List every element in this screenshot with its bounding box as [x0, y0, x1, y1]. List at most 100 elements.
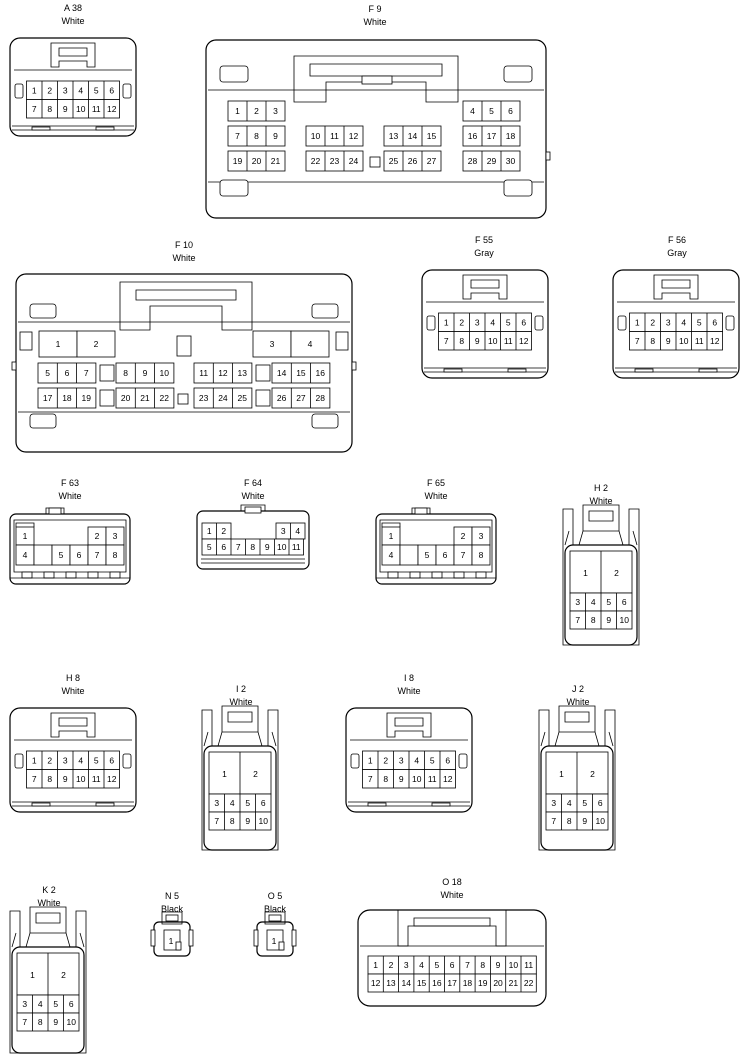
pin-number: 10: [277, 542, 287, 552]
pin-number: 10: [67, 1017, 77, 1027]
pin-number: 19: [478, 978, 488, 988]
pin-number: 3: [404, 960, 409, 970]
connector-code: O 5: [268, 891, 283, 901]
pin-number: 19: [233, 156, 243, 166]
pin-number: 4: [23, 550, 28, 560]
lock-slot: [244, 506, 262, 514]
connector-code: N 5: [165, 891, 179, 901]
pin-number: 8: [650, 336, 655, 346]
pin-number: 25: [238, 393, 248, 403]
lock-tab: [386, 712, 432, 738]
side-rib: [725, 315, 735, 331]
pin-number: 2: [461, 531, 466, 541]
pin-cell: [33, 544, 53, 566]
lock-slot: [227, 711, 253, 723]
connector-color: White: [440, 890, 463, 900]
pin-number: 8: [47, 104, 52, 114]
side-rib: [335, 331, 349, 351]
connector-code: H 2: [594, 483, 608, 493]
pin-number: 12: [349, 131, 359, 141]
side-rib: [150, 929, 156, 947]
pin-row: [383, 150, 442, 172]
pin-number: 8: [250, 542, 255, 552]
spacer: [255, 364, 271, 382]
side-rib: [14, 753, 24, 769]
connector-code: F 10: [175, 240, 193, 250]
pin-row: [201, 538, 304, 556]
pin-number: 5: [53, 999, 58, 1009]
pin-number: 4: [389, 550, 394, 560]
housing-line: [208, 89, 544, 183]
pin-cell: [38, 330, 78, 358]
pin-number: 1: [32, 85, 37, 95]
pin-number: 5: [489, 106, 494, 116]
pin-number: 9: [666, 336, 671, 346]
pin-row: [193, 387, 253, 409]
pin-number: 12: [710, 336, 720, 346]
lock-tab: [653, 274, 699, 300]
side-rib: [458, 753, 468, 769]
pin-number: 1: [373, 960, 378, 970]
pin-number: 20: [252, 156, 262, 166]
pin-number: 2: [253, 769, 258, 779]
pin-number: 1: [56, 339, 61, 349]
base-slot: [453, 571, 465, 579]
lock-arm: [554, 731, 600, 747]
connector-color: White: [241, 491, 264, 501]
pin-number: 4: [681, 317, 686, 327]
lock-tab: [240, 504, 266, 511]
pin-number: 5: [434, 960, 439, 970]
lock-slot: [58, 47, 88, 57]
pin-number: 3: [475, 317, 480, 327]
pin-number: 6: [521, 317, 526, 327]
pin-number: 7: [84, 368, 89, 378]
pin-number: 5: [582, 798, 587, 808]
pin-number: 11: [92, 774, 101, 784]
pin-number: 9: [582, 816, 587, 826]
pin-number: 10: [679, 336, 689, 346]
pin-cell: [105, 544, 125, 566]
pin-number: 12: [218, 368, 228, 378]
pin-number: 5: [506, 317, 511, 327]
pin-row: [462, 125, 521, 147]
pin-number: 2: [47, 755, 52, 765]
pin-row: [37, 362, 97, 384]
lock-slot: [268, 914, 282, 922]
pin-number: 4: [78, 85, 83, 95]
connector-color: White: [363, 17, 386, 27]
lock-tab: [29, 906, 67, 934]
pin-number: 27: [427, 156, 437, 166]
pin-number: 21: [140, 393, 150, 403]
pin-number: 5: [425, 550, 430, 560]
side-rib: [426, 315, 436, 331]
pin-number: 11: [695, 336, 704, 346]
pin-number: 9: [245, 816, 250, 826]
polarity-key: [177, 393, 189, 405]
pin-number: 10: [488, 336, 498, 346]
pin-number: 10: [620, 615, 630, 625]
pin-cell: [76, 330, 116, 358]
lock-slot: [470, 279, 500, 289]
pin-number: 7: [444, 336, 449, 346]
pin-number: 11: [92, 104, 101, 114]
base-slot: [507, 368, 527, 373]
pin-number: 12: [443, 774, 453, 784]
side-rib: [291, 929, 297, 947]
pin-number: 15: [427, 131, 437, 141]
pin-row: [115, 362, 175, 384]
pin-number: 9: [273, 131, 278, 141]
pin-number: 7: [32, 774, 37, 784]
pin-number: 2: [459, 317, 464, 327]
connector-color: Black: [264, 904, 287, 914]
pin-number: 27: [296, 393, 306, 403]
pin-row: [305, 125, 364, 147]
base-slot: [367, 802, 387, 807]
lock-tab: [161, 911, 183, 925]
connector-code: F 55: [475, 235, 493, 245]
pin-row: [193, 362, 253, 384]
